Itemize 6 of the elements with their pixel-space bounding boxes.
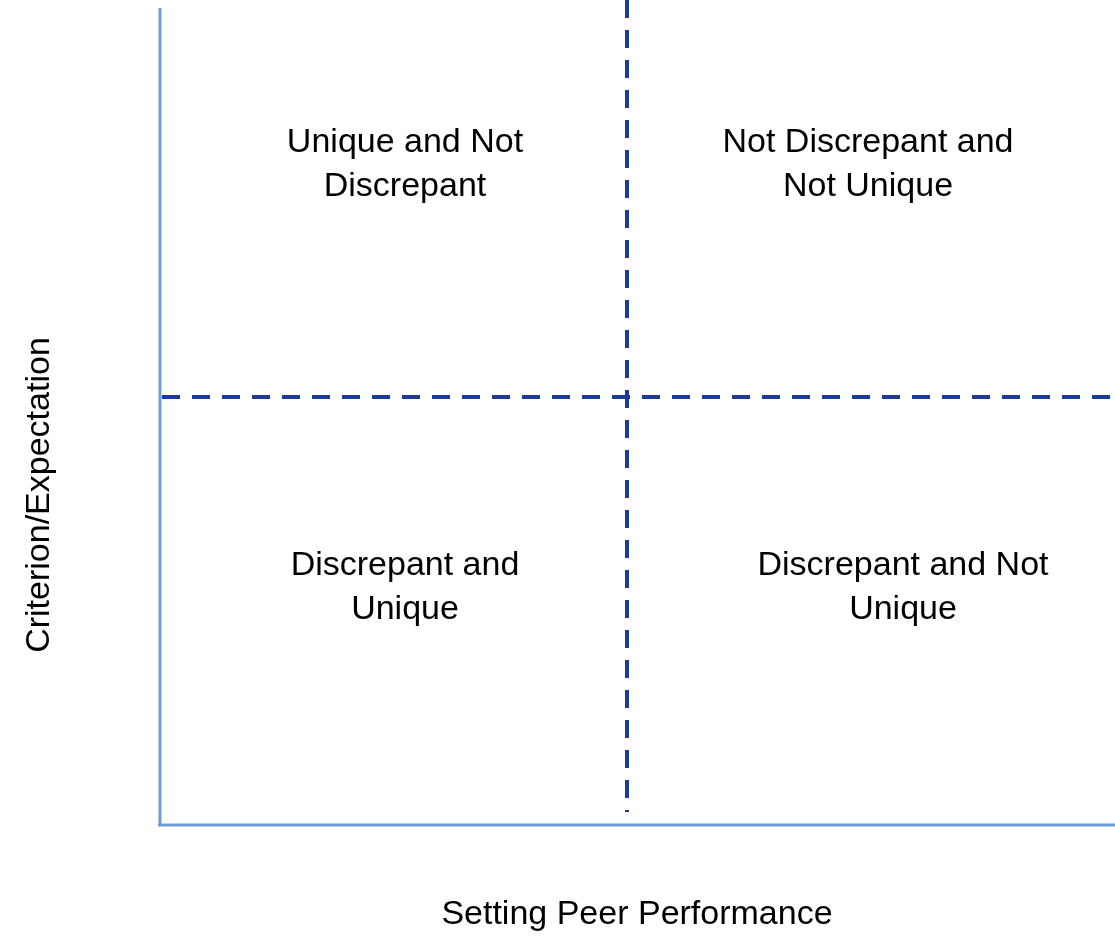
quadrant-label: Unique and Not Discrepant (285, 120, 525, 205)
quadrant-label: Discrepant and Not Unique (756, 543, 1050, 628)
quadrant-label: Discrepant and Unique (289, 543, 521, 628)
x-axis-label: Setting Peer Performance (441, 892, 833, 933)
y-axis-label: Criterion/Expectation (17, 337, 57, 653)
quadrant-label: Not Discrepant and Not Unique (721, 120, 1015, 205)
